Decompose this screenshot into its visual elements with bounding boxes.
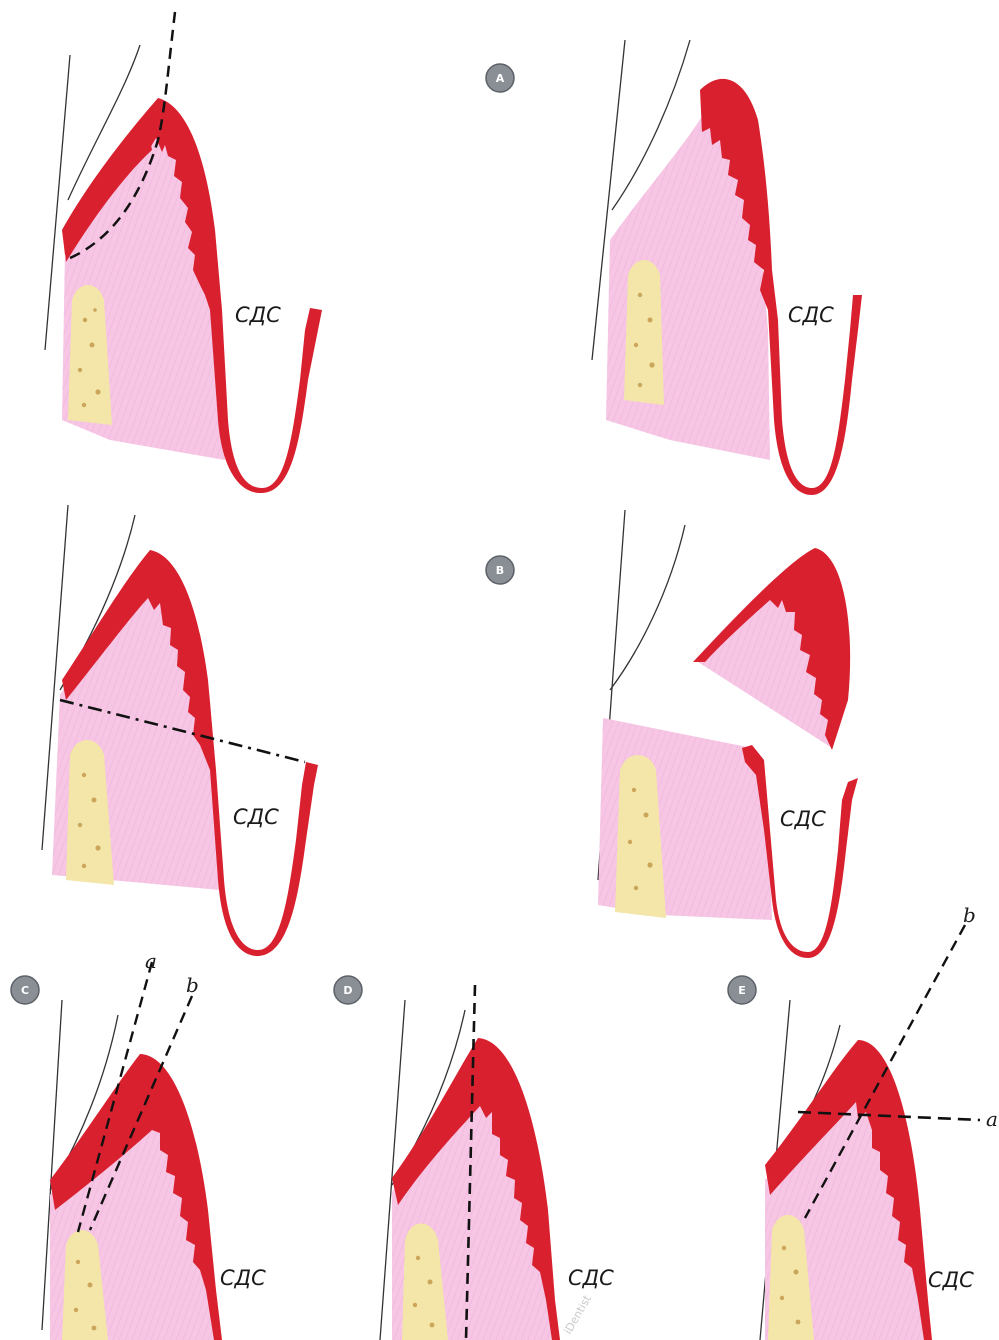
watermark: iDentist bbox=[561, 1292, 594, 1336]
line-b-label: b bbox=[186, 973, 199, 997]
badge-d: D bbox=[334, 976, 362, 1004]
alveolar-bone bbox=[624, 260, 664, 405]
svg-text:E: E bbox=[738, 984, 746, 997]
panel-a-left: СДС bbox=[45, 12, 322, 493]
panel-a-right: СДС bbox=[592, 40, 862, 495]
sulcus-label: СДС bbox=[928, 1268, 974, 1292]
panel-b-left: СДС bbox=[42, 505, 318, 956]
sulcus-label: СДС bbox=[780, 807, 826, 831]
badge-c: C bbox=[11, 976, 39, 1004]
sulcus-label: СДС bbox=[568, 1266, 614, 1290]
badge-e: E bbox=[728, 976, 756, 1004]
panel-c: C a b СДС bbox=[11, 949, 266, 1340]
panel-d: D СДС iDentist bbox=[334, 976, 614, 1340]
panel-e: E b a СДС bbox=[728, 903, 998, 1340]
line-a-label: a bbox=[986, 1107, 998, 1131]
badge-a: A bbox=[486, 64, 514, 92]
sulcus-label: СДС bbox=[235, 303, 281, 327]
panel-b-right: СДС bbox=[598, 510, 858, 958]
sulcus-label: СДС bbox=[220, 1266, 266, 1290]
svg-text:A: A bbox=[496, 72, 505, 85]
svg-text:C: C bbox=[21, 984, 29, 997]
badge-b: B bbox=[486, 556, 514, 584]
line-b-label: b bbox=[963, 903, 976, 927]
sulcus-label: СДС bbox=[233, 805, 279, 829]
line-a-label: a bbox=[145, 949, 157, 973]
svg-text:B: B bbox=[496, 564, 504, 577]
sulcus-label: СДС bbox=[788, 303, 834, 327]
svg-text:D: D bbox=[343, 984, 352, 997]
